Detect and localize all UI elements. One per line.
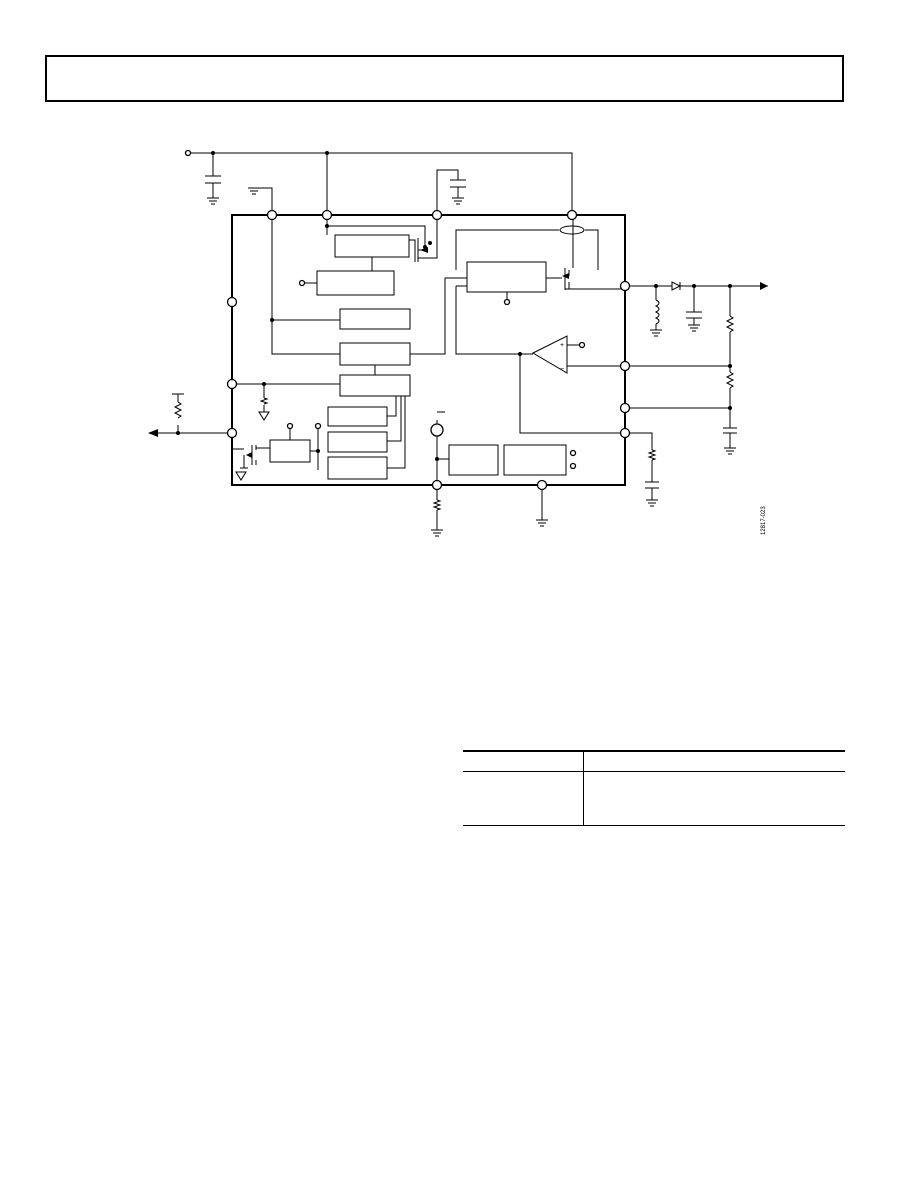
logic-block-1 xyxy=(327,406,388,427)
pin-9 xyxy=(619,360,631,372)
bias-block xyxy=(316,270,395,296)
logic-block-2 xyxy=(327,431,388,453)
resistor-fb-bot xyxy=(725,371,735,389)
resistor-rt xyxy=(432,499,442,511)
driver-block xyxy=(466,261,547,293)
ic-outline xyxy=(231,214,626,486)
gnd-wire xyxy=(258,187,273,215)
pin-6 xyxy=(226,378,238,390)
pg-arrow xyxy=(148,429,158,437)
table-cell xyxy=(583,771,845,826)
pin-12 xyxy=(431,479,443,491)
table-row xyxy=(463,771,845,826)
pin-8 xyxy=(619,280,631,292)
resistor-en xyxy=(259,397,269,405)
page-header-box xyxy=(45,55,844,102)
cap2-wire xyxy=(436,169,459,215)
error-amp xyxy=(531,335,568,374)
control-block-3 xyxy=(339,374,411,397)
block-diagram: + − xyxy=(148,149,768,537)
pin-2 xyxy=(321,209,333,221)
resistor-pullup xyxy=(173,401,183,419)
table-header-row xyxy=(463,750,845,772)
pin-3 xyxy=(431,209,443,221)
regulator-block xyxy=(334,234,410,258)
control-block-2 xyxy=(339,342,411,366)
pin-4 xyxy=(566,209,578,221)
pin-7 xyxy=(226,427,238,439)
pin-5 xyxy=(226,296,238,308)
resistor-fb-top xyxy=(725,315,735,333)
pin-11 xyxy=(619,427,631,439)
cap-out xyxy=(686,311,702,319)
cap-vin xyxy=(205,175,221,184)
current-sense xyxy=(559,225,585,235)
pin-table xyxy=(463,750,845,826)
logic-block-3 xyxy=(327,456,388,480)
current-source xyxy=(430,423,444,437)
timer-block xyxy=(503,444,567,476)
cap-ff xyxy=(723,427,737,434)
figure-id: 12817-023 xyxy=(761,506,767,535)
svg-text:+: + xyxy=(560,342,564,349)
resistor-comp xyxy=(647,449,657,461)
svg-text:−: − xyxy=(560,366,564,373)
pg-block xyxy=(269,439,311,463)
table-cell xyxy=(463,771,584,826)
pin-13 xyxy=(536,479,548,491)
diode xyxy=(671,281,682,291)
inductor xyxy=(654,299,660,325)
vin-rail xyxy=(190,152,573,215)
pin-1 xyxy=(266,209,278,221)
pin-10 xyxy=(619,402,631,414)
cap-comp xyxy=(645,481,659,489)
cap-vreg xyxy=(450,179,466,188)
table-header-cell xyxy=(463,750,584,772)
output-arrow xyxy=(760,282,768,290)
osc-block xyxy=(448,444,499,476)
table-header-cell xyxy=(583,750,845,772)
control-block-1 xyxy=(339,308,411,330)
